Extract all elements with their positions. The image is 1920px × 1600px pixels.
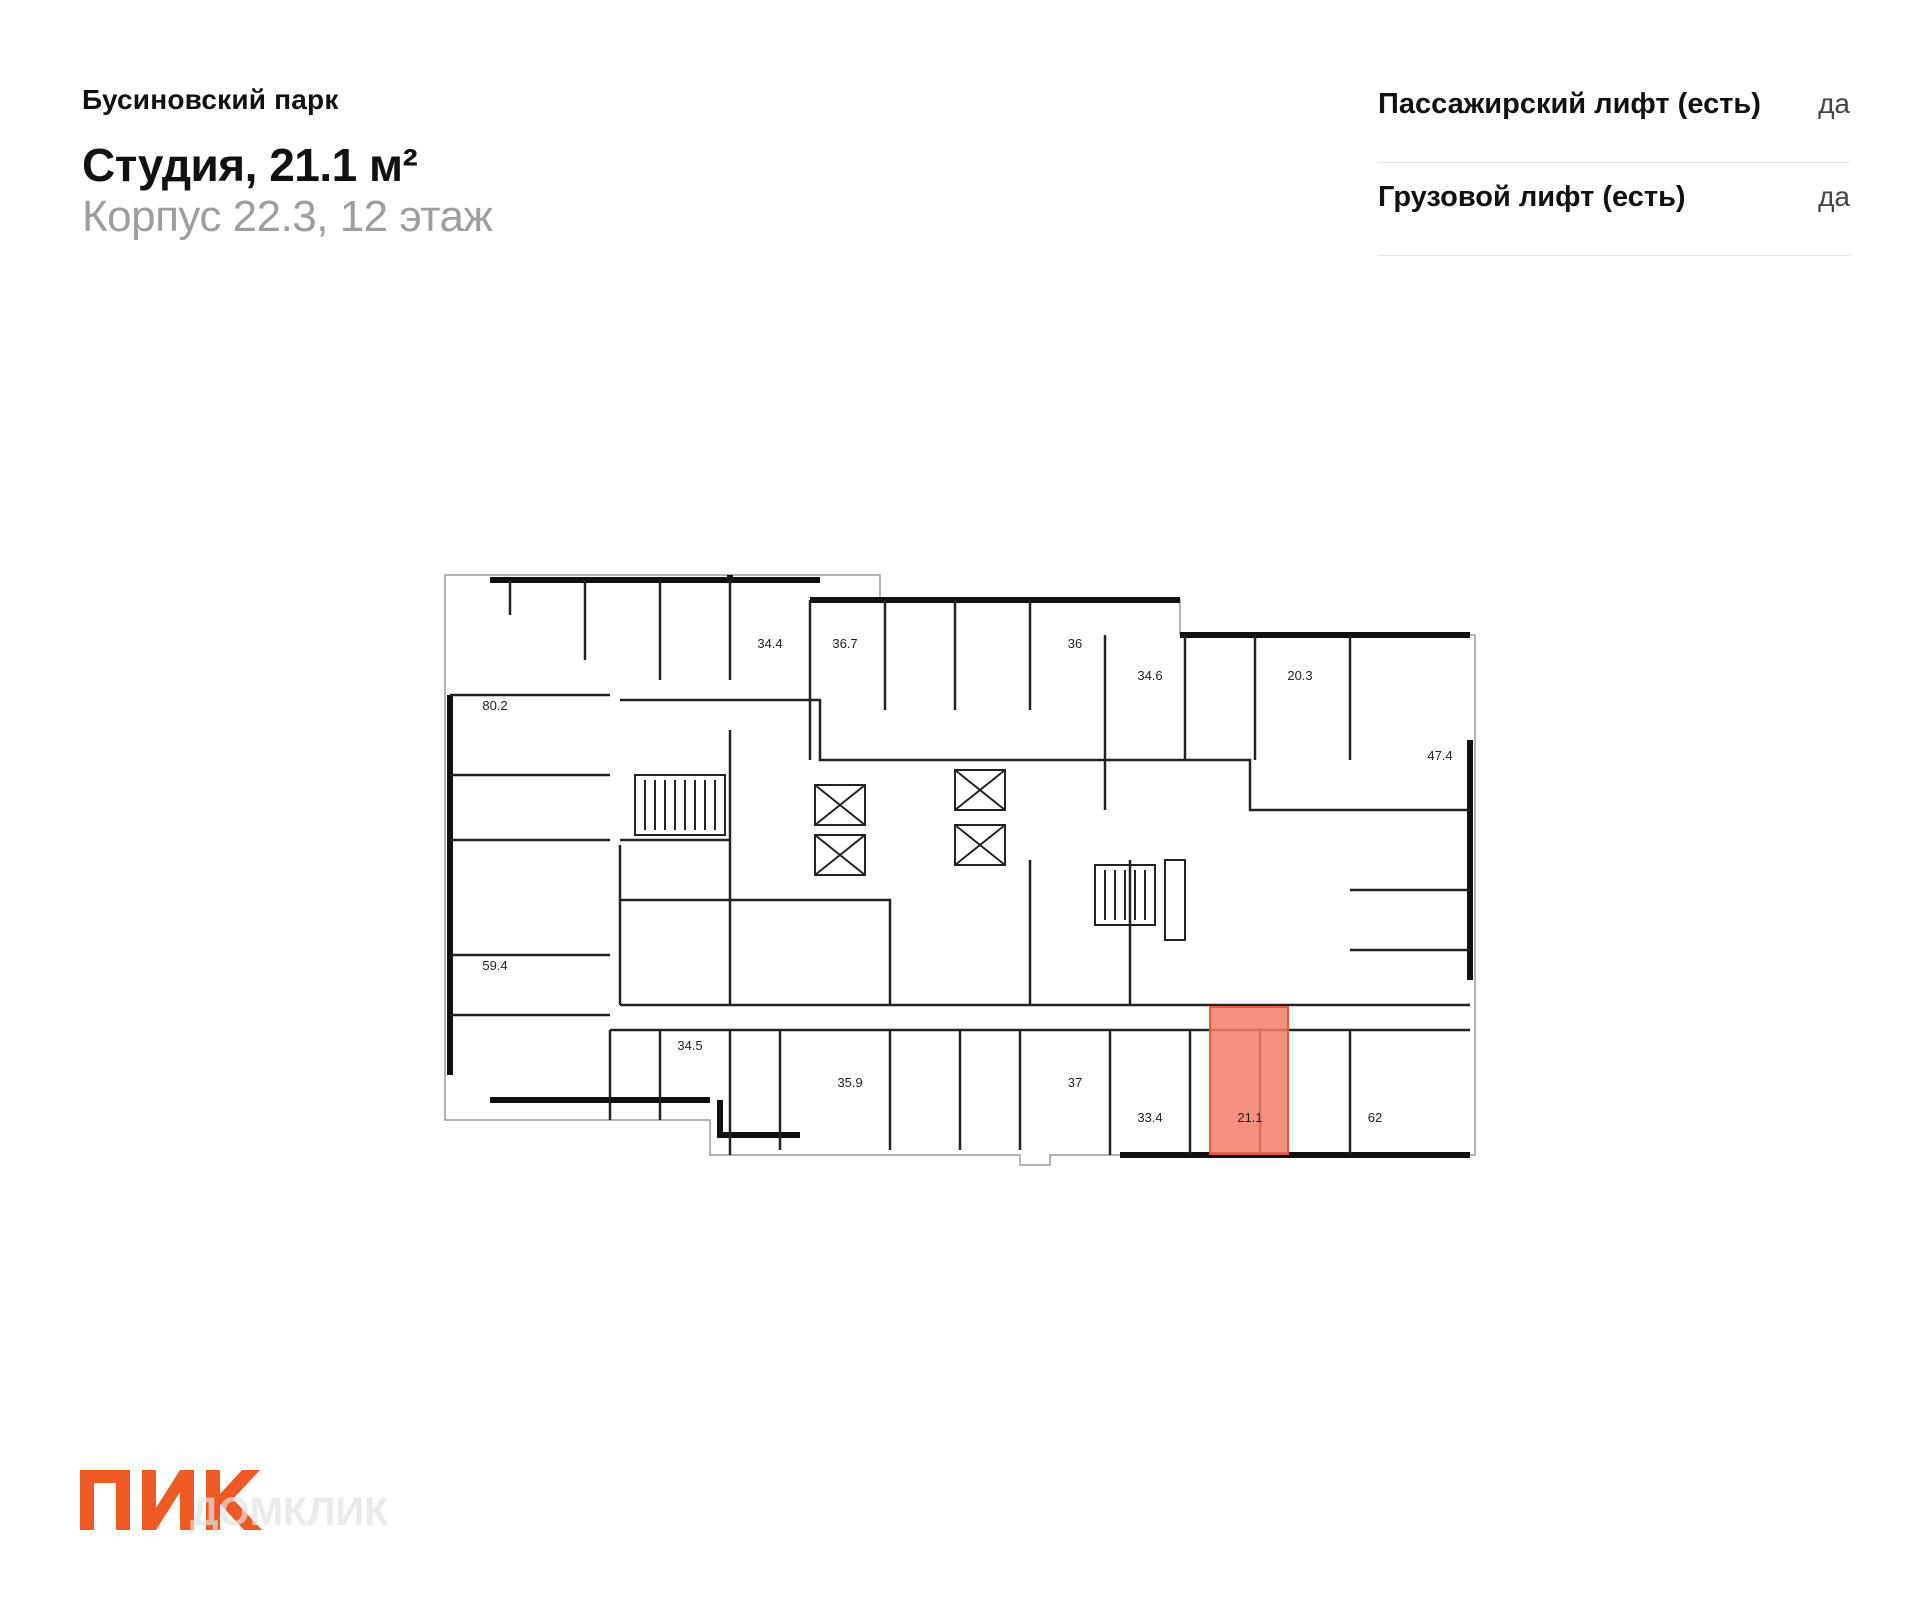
building-floor-subtitle: Корпус 22.3, 12 этаж bbox=[82, 192, 493, 241]
area-label: 35.9 bbox=[837, 1075, 862, 1090]
area-label: 37 bbox=[1068, 1075, 1082, 1090]
area-label: 36 bbox=[1068, 636, 1082, 651]
area-label: 80.2 bbox=[482, 698, 507, 713]
floor-plan: 80.2 34.4 36.7 36 34.6 20.3 47.4 59.4 34… bbox=[444, 574, 1476, 1166]
area-label: 62 bbox=[1368, 1110, 1382, 1125]
area-label: 34.5 bbox=[677, 1038, 702, 1053]
area-label: 20.3 bbox=[1287, 668, 1312, 683]
selected-apartment-highlight bbox=[1209, 1006, 1289, 1155]
apartment-area-labels: 80.2 34.4 36.7 36 34.6 20.3 47.4 59.4 34… bbox=[482, 636, 1452, 1125]
interior-walls bbox=[450, 580, 1470, 1155]
feature-freight-lift: Грузовой лифт (есть) да bbox=[1378, 163, 1850, 256]
apartment-title: Студия, 21.1 м² bbox=[82, 139, 418, 191]
area-label: 34.6 bbox=[1137, 668, 1162, 683]
area-label: 59.4 bbox=[482, 958, 507, 973]
outer-walls bbox=[447, 575, 1473, 1158]
area-label: 47.4 bbox=[1427, 748, 1452, 763]
area-label: 21.1 bbox=[1237, 1110, 1262, 1125]
domclick-watermark: ДОМКЛИК bbox=[190, 1490, 389, 1534]
pik-logo: ДОМКЛИК bbox=[80, 1470, 389, 1534]
feature-label: Грузовой лифт (есть) bbox=[1378, 181, 1686, 213]
area-label: 33.4 bbox=[1137, 1110, 1162, 1125]
feature-passenger-lift: Пассажирский лифт (есть) да bbox=[1378, 70, 1850, 163]
project-name: Бусиновский парк bbox=[82, 84, 339, 115]
feature-value: да bbox=[1818, 181, 1850, 212]
pik-logo-letters bbox=[80, 1470, 262, 1530]
core-stairs-elevators bbox=[634, 769, 1186, 941]
feature-label: Пассажирский лифт (есть) bbox=[1378, 88, 1761, 120]
area-label: 34.4 bbox=[757, 636, 782, 651]
feature-value: да bbox=[1818, 88, 1850, 119]
area-label: 36.7 bbox=[832, 636, 857, 651]
